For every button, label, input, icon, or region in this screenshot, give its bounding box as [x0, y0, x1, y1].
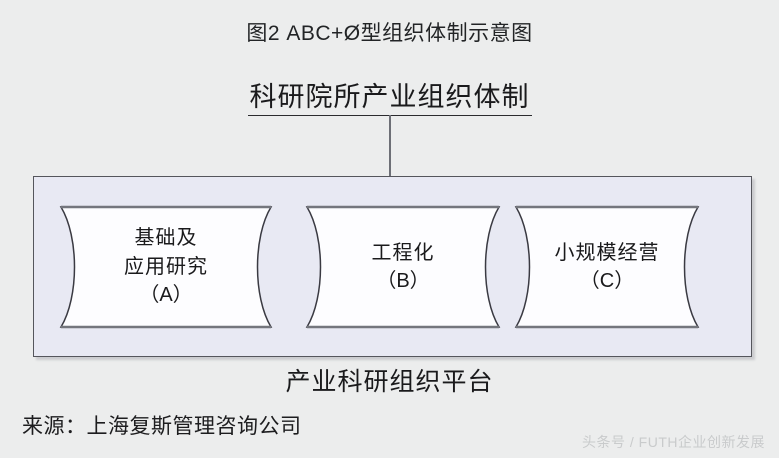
- node-shape-b: 工程化 （B）: [303, 205, 503, 329]
- source-line: 来源：上海复斯管理咨询公司: [22, 414, 302, 438]
- figure-title: 图2 ABC+Ø型组织体制示意图: [246, 22, 533, 45]
- tape-shape-icon: [305, 205, 501, 329]
- node-shape-c: 小规模经营 （C）: [512, 205, 702, 329]
- root-to-platform-connector: [389, 115, 391, 177]
- tape-shape-icon: [514, 205, 700, 329]
- node-shape-a: 基础及 应用研究 （A）: [57, 205, 275, 329]
- root-node: 科研院所产业组织体制: [0, 82, 779, 117]
- root-node-label: 科研院所产业组织体制: [247, 82, 532, 117]
- tape-shape-icon: [59, 205, 273, 329]
- watermark: 头条号 / FUTH企业创新发展: [582, 434, 765, 450]
- platform-caption: 产业科研组织平台: [285, 369, 494, 396]
